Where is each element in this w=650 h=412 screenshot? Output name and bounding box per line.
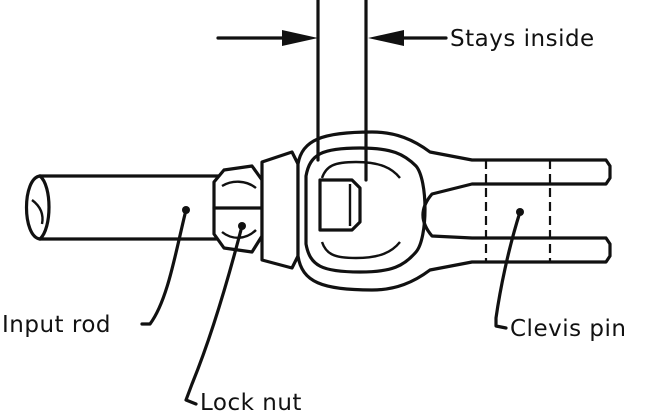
dimension-arrows [216, 30, 448, 46]
input-rod-shape [24, 174, 226, 241]
label-stays-inside: Stays inside [450, 26, 595, 52]
rod-end-shape [318, 178, 362, 232]
arrow-left-icon [368, 30, 404, 46]
clevis-pin-shape [484, 160, 552, 262]
arrow-right-icon [282, 30, 318, 46]
label-clevis-pin: Clevis pin [510, 316, 626, 342]
label-input-rod: Input rod [2, 312, 111, 338]
label-lock-nut: Lock nut [200, 390, 302, 412]
leader-lines [140, 206, 524, 406]
lock-nut-shape [212, 164, 264, 254]
push-rod-shape [316, 0, 368, 182]
clevis-collar-shape [260, 150, 300, 270]
clevis-body-shape [296, 130, 612, 292]
